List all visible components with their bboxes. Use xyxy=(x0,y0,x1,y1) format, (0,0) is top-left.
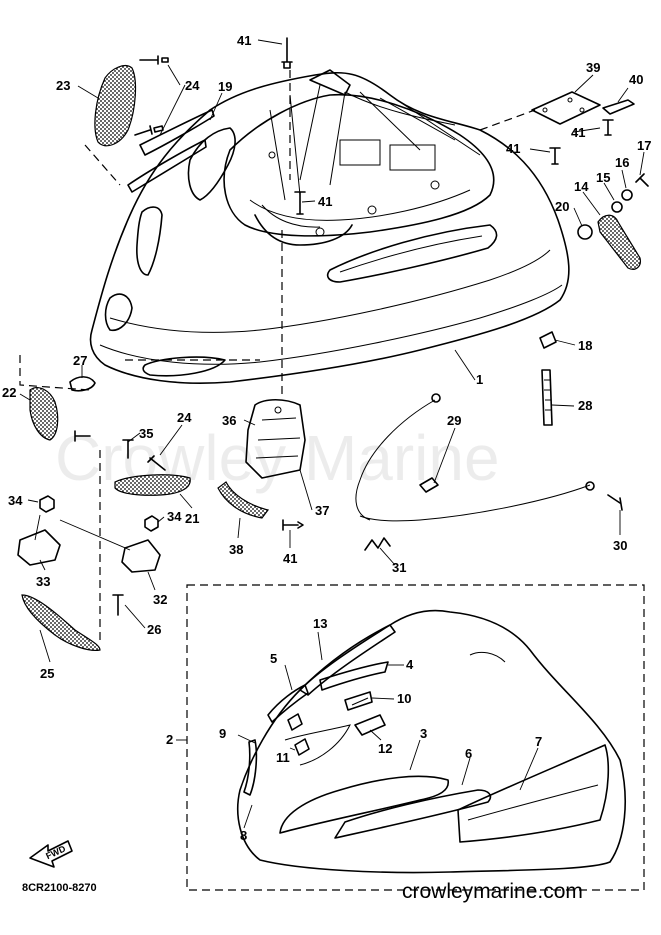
callout-19: 19 xyxy=(218,79,232,94)
callout-25: 25 xyxy=(40,666,54,681)
callout-8: 8 xyxy=(240,828,247,843)
part-23-shape xyxy=(94,65,137,147)
callout-33: 33 xyxy=(36,574,50,589)
callout-13: 13 xyxy=(313,616,327,631)
callout-36: 36 xyxy=(222,413,236,428)
callout-35: 35 xyxy=(139,426,153,441)
callout-6: 6 xyxy=(465,746,472,761)
hood-assembly xyxy=(89,69,570,384)
callout-17: 17 xyxy=(637,138,651,153)
callout-41-right: 41 xyxy=(571,125,585,140)
callout-26: 26 xyxy=(147,622,161,637)
part-24-strip xyxy=(139,109,215,156)
callout-24-mid: 24 xyxy=(177,410,192,425)
callout-40: 40 xyxy=(629,72,643,87)
callout-27: 27 xyxy=(73,353,87,368)
callout-16: 16 xyxy=(615,155,629,170)
callout-30: 30 xyxy=(613,538,627,553)
callout-24-top: 24 xyxy=(185,78,200,93)
callout-34-left: 34 xyxy=(8,493,23,508)
callout-41-center: 41 xyxy=(318,194,332,209)
callout-41-mid: 41 xyxy=(506,141,520,156)
callout-15: 15 xyxy=(596,170,610,185)
callout-10: 10 xyxy=(397,691,411,706)
callout-9: 9 xyxy=(219,726,226,741)
callout-5: 5 xyxy=(270,651,277,666)
callout-20: 20 xyxy=(555,199,569,214)
callout-11: 11 xyxy=(276,750,290,765)
callout-38: 38 xyxy=(229,542,243,557)
callout-41-top: 41 xyxy=(237,33,251,48)
diagram-code: 8CR2100-8270 xyxy=(22,882,97,894)
callout-21: 21 xyxy=(185,511,199,526)
callout-22: 22 xyxy=(2,385,16,400)
callout-23: 23 xyxy=(56,78,70,93)
callout-37: 37 xyxy=(315,503,329,518)
callout-34-right: 34 xyxy=(167,509,182,524)
callout-28: 28 xyxy=(578,398,592,413)
callout-31: 31 xyxy=(392,560,406,575)
callout-29: 29 xyxy=(447,413,461,428)
fwd-arrow-icon: FWD xyxy=(29,840,73,868)
decal-hood-outline xyxy=(237,609,626,874)
callout-32: 32 xyxy=(153,592,167,607)
callout-4: 4 xyxy=(406,657,414,672)
callout-1: 1 xyxy=(476,372,483,387)
callout-41-bottom: 41 xyxy=(283,551,297,566)
callout-7: 7 xyxy=(535,734,542,749)
footer-site-link[interactable]: crowleymarine.com xyxy=(402,880,583,903)
callout-18: 18 xyxy=(578,338,592,353)
callout-12: 12 xyxy=(378,741,392,756)
decal-set-box xyxy=(186,584,645,891)
callout-2: 2 xyxy=(166,732,173,747)
bolt-41-top xyxy=(281,37,293,69)
callout-3: 3 xyxy=(420,726,427,741)
callout-14: 14 xyxy=(574,179,589,194)
callout-39: 39 xyxy=(586,60,600,75)
